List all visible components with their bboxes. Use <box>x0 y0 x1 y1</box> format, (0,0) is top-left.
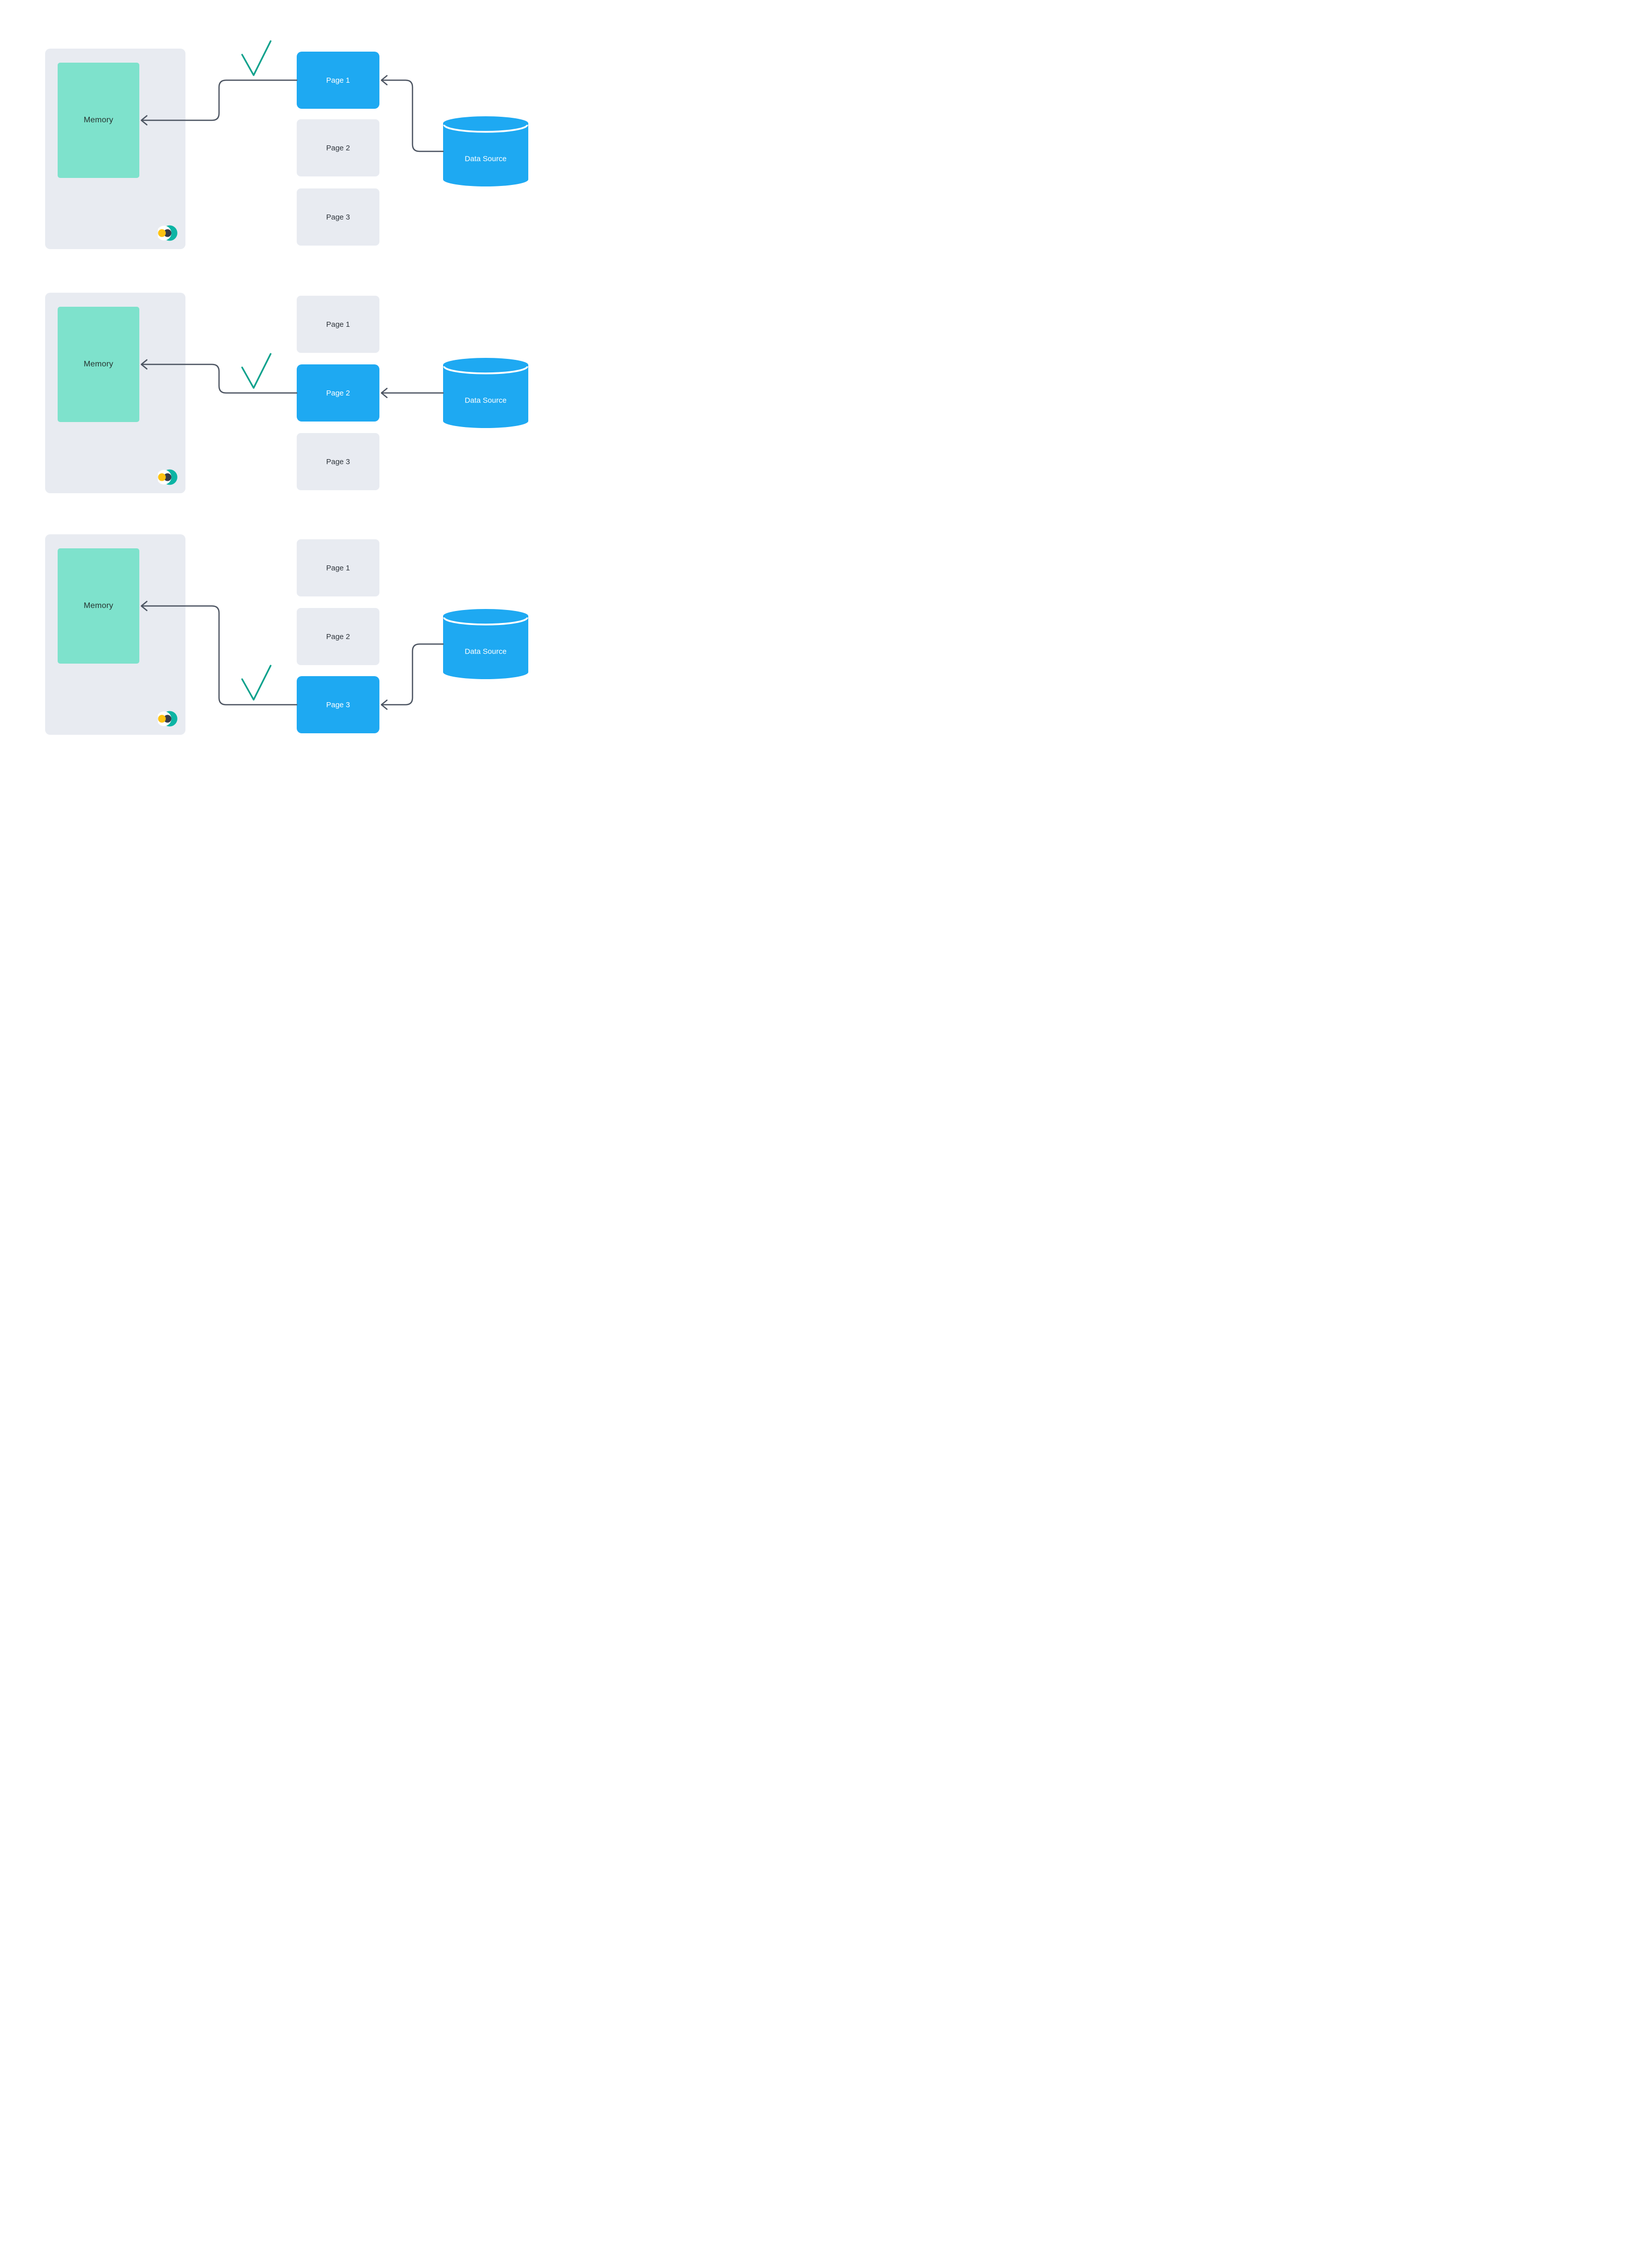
page-label: Page 1 <box>326 563 350 572</box>
left-arrowhead-icon <box>380 75 388 86</box>
page-box-2: Page 2 <box>297 364 379 422</box>
page-label: Page 2 <box>326 388 350 397</box>
check-icon <box>241 665 272 701</box>
page-label: Page 3 <box>326 457 350 466</box>
memory-panel: Memory <box>45 534 185 735</box>
arrow-datasource-to-page1 <box>382 79 444 152</box>
page-box-1: Page 1 <box>297 296 379 353</box>
page-label: Page 1 <box>326 76 350 85</box>
database-cylinder-icon <box>443 358 528 428</box>
memory-panel: Memory <box>45 293 185 493</box>
arrow-datasource-to-page3 <box>382 643 444 706</box>
memory-label: Memory <box>84 601 113 610</box>
database-cylinder-icon <box>443 116 528 186</box>
page-box-3: Page 3 <box>297 433 379 490</box>
check-icon <box>241 353 272 389</box>
memory-panel: Memory <box>45 49 185 249</box>
database-cylinder-icon <box>443 609 528 679</box>
datasource-cylinder: Data Source <box>443 609 528 679</box>
page-label: Page 2 <box>326 143 350 152</box>
memory-box: Memory <box>58 548 139 664</box>
diagram-canvas: Memory Page 1 Page 2 Page 3 D <box>0 0 565 774</box>
datasource-cylinder: Data Source <box>443 358 528 428</box>
page-label: Page 3 <box>326 700 350 709</box>
datasource-label: Data Source <box>465 154 507 163</box>
page-box-1: Page 1 <box>297 539 379 596</box>
page-box-2: Page 2 <box>297 608 379 665</box>
crescent-eye-logo-icon <box>158 469 177 485</box>
page-box-3: Page 3 <box>297 188 379 246</box>
crescent-eye-logo-icon <box>158 711 177 727</box>
memory-box: Memory <box>58 63 139 178</box>
page-label: Page 3 <box>326 213 350 222</box>
page-label: Page 2 <box>326 632 350 641</box>
memory-label: Memory <box>84 360 113 368</box>
datasource-cylinder: Data Source <box>443 116 528 186</box>
memory-box: Memory <box>58 307 139 422</box>
datasource-label: Data Source <box>465 647 507 656</box>
check-icon <box>241 40 272 76</box>
crescent-eye-logo-icon <box>158 225 177 241</box>
page-box-2: Page 2 <box>297 119 379 176</box>
page-label: Page 1 <box>326 320 350 329</box>
left-arrowhead-icon <box>380 387 388 398</box>
memory-label: Memory <box>84 116 113 124</box>
datasource-label: Data Source <box>465 396 507 405</box>
page-box-1: Page 1 <box>297 52 379 109</box>
page-box-3: Page 3 <box>297 676 379 733</box>
left-arrowhead-icon <box>380 699 388 710</box>
